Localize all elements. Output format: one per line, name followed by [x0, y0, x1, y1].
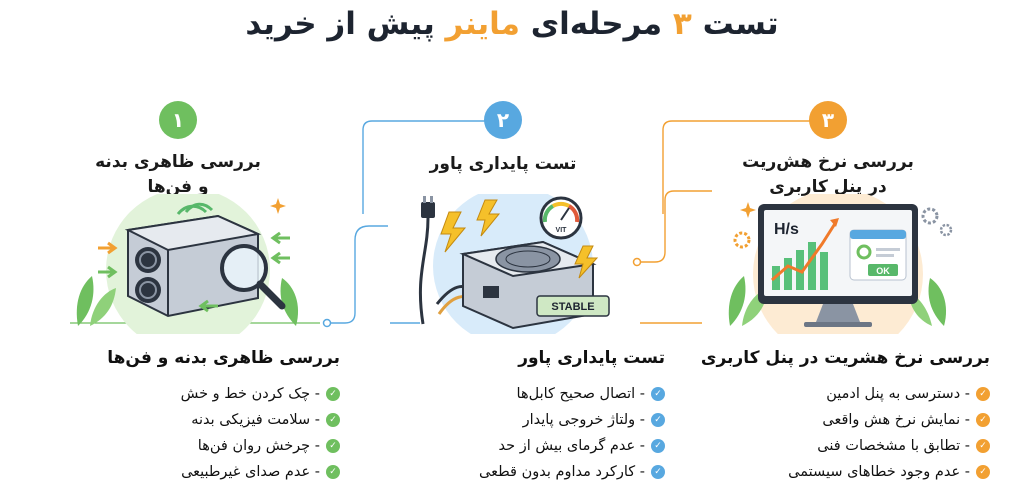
step-card-title: بررسی نرخ هش‌ریت در پنل کاربری: [742, 152, 914, 197]
stable-badge: STABLE: [551, 301, 594, 313]
list-item: ✓- تطابق با مشخصات فنی: [690, 435, 990, 461]
check-icon: ✓: [976, 439, 990, 453]
list-item: ✓- کارکرد مداوم بدون قطعی: [365, 461, 665, 487]
lightning-icon: [574, 245, 599, 279]
lightning-icon: [476, 199, 501, 237]
checklist: ✓- دسترسی به پنل ادمین ✓- نمایش نرخ هش و…: [690, 383, 990, 487]
check-icon: ✓: [651, 439, 665, 453]
gear-icon: [733, 231, 751, 249]
list-item: ✓- چرخش روان فن‌ها: [40, 435, 340, 461]
step-subtitle: تست پایداری پاور: [518, 348, 665, 368]
chart-icon: [771, 218, 839, 290]
plug-icon: [418, 196, 435, 325]
title-keyword: ماینر: [445, 6, 520, 42]
list-item: ✓- سلامت فیزیکی بدنه: [40, 409, 340, 435]
hashrate-label: H/s: [774, 221, 799, 238]
step-subtitle: بررسی نرخ هشریت در پنل کاربری: [700, 348, 990, 368]
list-item: ✓- نمایش نرخ هش واقعی: [690, 409, 990, 435]
arrow-icon: [98, 265, 118, 279]
step-number-badge: ۲: [484, 101, 522, 139]
arrow-icon: [270, 231, 290, 245]
gear-icon: [921, 207, 939, 225]
list-item: ✓- عدم وجود خطاهای سیستمی: [690, 461, 990, 487]
step-card-title: تست پایداری پاور: [429, 154, 577, 174]
ok-button-label: OK: [876, 266, 890, 276]
title-number: ۳: [672, 6, 692, 42]
miner-icon: [124, 202, 262, 318]
list-item: ✓- دسترسی به پنل ادمین: [690, 383, 990, 409]
gauge-label: VIT: [556, 227, 568, 234]
list-item: ✓- ولتاژ خروجی پایدار: [365, 409, 665, 435]
checklist: ✓- اتصال صحیح کابل‌ها ✓- ولتاژ خروجی پای…: [365, 383, 665, 487]
arrow-icon: [198, 299, 218, 313]
page-title: تست ۳ مرحله‌ای ماینر پیش از خرید: [245, 6, 779, 42]
check-icon: ✓: [651, 465, 665, 479]
leaf-icon: [280, 278, 299, 326]
step-number-badge: ۱: [159, 101, 197, 139]
leaf-icon: [76, 276, 116, 326]
check-icon: ✓: [976, 387, 990, 401]
check-icon: ✓: [976, 465, 990, 479]
gauge-icon: VIT: [539, 196, 583, 240]
checklist: ✓- چک کردن خط و خش ✓- سلامت فیزیکی بدنه …: [40, 383, 340, 487]
list-item: ✓- عدم گرمای بیش از حد: [365, 435, 665, 461]
step-card-3: ۳ بررسی نرخ هش‌ریت در پنل کاربری H/s: [678, 96, 1000, 496]
step-card-2: ۲ تست پایداری پاور VIT: [353, 96, 675, 496]
magnifier-icon: [220, 244, 286, 310]
gear-icon: [856, 244, 872, 260]
gear-icon: [939, 223, 953, 237]
arrow-icon: [270, 251, 290, 265]
miner-inspection-illustration: [76, 194, 299, 334]
step-card-title: بررسی ظاهری بدنه و فن‌ها: [95, 152, 261, 197]
step-card-1: ۱ بررسی ظاهری بدنه و فن‌ها بررسی ظاهری ب…: [28, 96, 350, 496]
list-item: ✓- اتصال صحیح کابل‌ها: [365, 383, 665, 409]
check-icon: ✓: [976, 413, 990, 427]
lightning-icon: [440, 211, 467, 253]
power-supply-illustration: VIT STABLE: [418, 194, 610, 334]
check-icon: ✓: [326, 413, 340, 427]
hashrate-panel-illustration: H/s OK: [728, 194, 953, 334]
step-number-badge: ۳: [809, 101, 847, 139]
step-subtitle: بررسی ظاهری بدنه و فن‌ها: [107, 348, 340, 368]
check-icon: ✓: [326, 439, 340, 453]
arrow-icon: [98, 241, 118, 255]
list-item: ✓- عدم صدای غیرطبیعی: [40, 461, 340, 487]
list-item: ✓- چک کردن خط و خش: [40, 383, 340, 409]
check-icon: ✓: [326, 465, 340, 479]
check-icon: ✓: [651, 413, 665, 427]
check-icon: ✓: [326, 387, 340, 401]
check-icon: ✓: [651, 387, 665, 401]
